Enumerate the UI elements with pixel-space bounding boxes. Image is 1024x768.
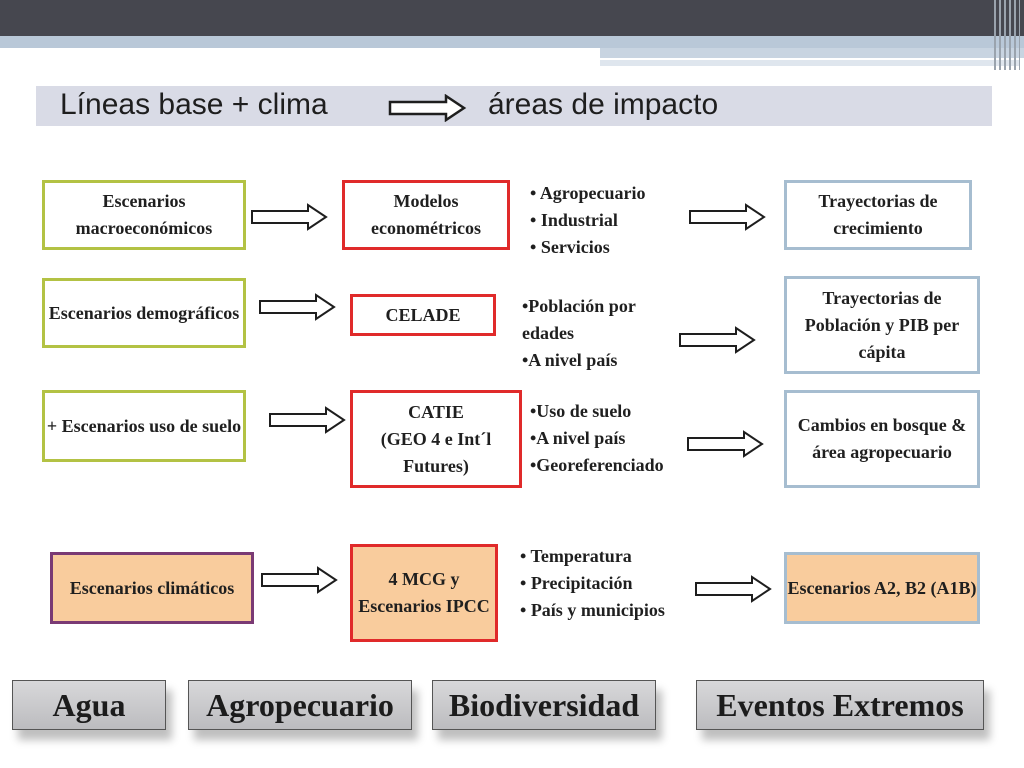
- climate-list: • Temperatura • Precipitación • País y m…: [520, 543, 665, 624]
- box-line: Futures): [403, 455, 469, 476]
- decor-lines: [994, 0, 1020, 70]
- list-item: •Georeferenciado: [530, 455, 664, 475]
- list-item: •A nivel país: [530, 428, 626, 448]
- input-box-climate: Escenarios climáticos: [50, 552, 254, 624]
- title-right: áreas de impacto: [488, 88, 719, 121]
- input-box-demographic: Escenarios demográficos: [42, 278, 246, 348]
- title-left: Líneas base + clima: [60, 88, 328, 121]
- decor-stripe: [0, 36, 1024, 48]
- arrow-icon: [695, 575, 772, 603]
- list-item: • Agropecuario: [530, 183, 646, 203]
- box-text: 4 MCG y Escenarios IPCC: [358, 569, 490, 616]
- decor-stripe: [600, 60, 1020, 66]
- box-text: Escenarios demográficos: [48, 302, 240, 323]
- box-text: CATIE (GEO 4 e Int´l Futures): [381, 399, 492, 480]
- arrow-icon: [687, 430, 764, 458]
- list-item: • Servicios: [530, 237, 610, 257]
- box-text: Escenarios A2, B2 (A1B): [787, 577, 977, 598]
- arrow-icon: [259, 293, 336, 321]
- model-box-mcg: 4 MCG y Escenarios IPCC: [350, 544, 498, 642]
- box-line: (GEO 4 e Int´l: [380, 428, 492, 449]
- output-box-population: Trayectorias de Población y PIB per cápi…: [784, 276, 980, 374]
- list-item: • Temperatura: [520, 546, 632, 566]
- box-text: + Escenarios uso de suelo: [46, 415, 242, 436]
- box-text: Trayectorias de Población y PIB per cápi…: [804, 287, 960, 362]
- list-item: • País y municipios: [520, 600, 665, 620]
- arrow-icon: [261, 566, 338, 594]
- top-bar: [0, 0, 1024, 36]
- input-box-macroeconomic: Escenarios macroeconómicos: [42, 180, 246, 250]
- population-list: •Población por edades •A nivel país: [522, 293, 636, 374]
- title-bar: [36, 86, 992, 126]
- model-box-catie: CATIE (GEO 4 e Int´l Futures): [350, 390, 522, 488]
- tab-eventos-extremos: Eventos Extremos: [696, 680, 984, 730]
- box-text: Modelos econométricos: [371, 191, 481, 238]
- tab-biodiversidad: Biodiversidad: [432, 680, 656, 730]
- input-box-land-use: + Escenarios uso de suelo: [42, 390, 246, 462]
- list-item: • Precipitación: [520, 573, 633, 593]
- box-text: CELADE: [385, 304, 461, 325]
- arrow-icon: [679, 326, 756, 354]
- output-box-growth: Trayectorias de crecimiento: [784, 180, 972, 250]
- box-text: Escenarios macroeconómicos: [75, 191, 213, 238]
- title-arrow-icon: [388, 94, 467, 122]
- list-item: •Población por: [522, 296, 636, 316]
- list-item: edades: [522, 323, 575, 343]
- decor-stripe: [600, 48, 1024, 58]
- sector-list: • Agropecuario • Industrial • Servicios: [530, 180, 645, 261]
- list-item: •Uso de suelo: [530, 401, 632, 421]
- box-text: Cambios en bosque & área agropecuario: [797, 415, 967, 462]
- arrow-icon: [689, 203, 766, 231]
- box-text: Trayectorias de crecimiento: [818, 191, 938, 238]
- output-box-forest: Cambios en bosque & área agropecuario: [784, 390, 980, 488]
- output-box-scenarios: Escenarios A2, B2 (A1B): [784, 552, 980, 624]
- model-box-celade: CELADE: [350, 294, 496, 336]
- box-text: Escenarios climáticos: [69, 577, 235, 598]
- land-use-list: •Uso de suelo •A nivel país •Georeferenc…: [530, 398, 664, 479]
- list-item: •A nivel país: [522, 350, 618, 370]
- arrow-icon: [269, 406, 346, 434]
- list-item: • Industrial: [530, 210, 618, 230]
- tab-agropecuario: Agropecuario: [188, 680, 412, 730]
- box-line: CATIE: [408, 401, 464, 422]
- arrow-icon: [251, 203, 328, 231]
- model-box-econometric: Modelos econométricos: [342, 180, 510, 250]
- tab-agua: Agua: [12, 680, 166, 730]
